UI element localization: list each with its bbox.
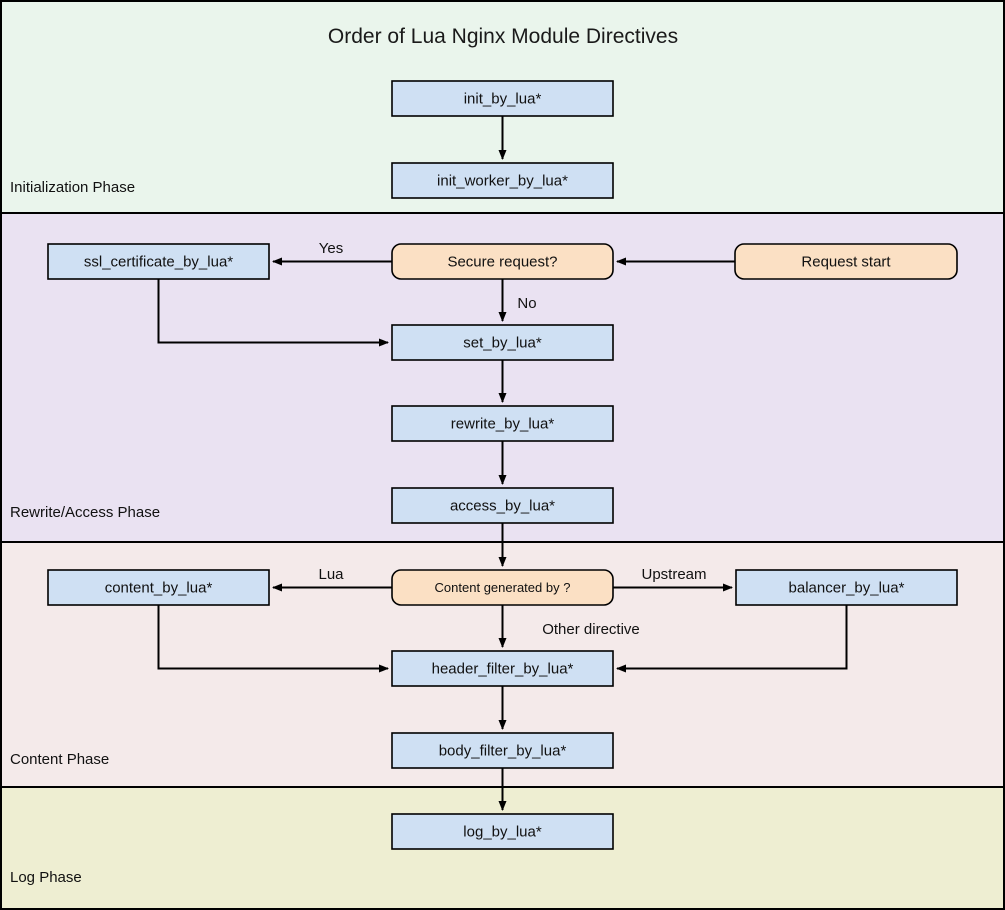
phase-band-label-init: Initialization Phase — [10, 179, 135, 196]
edge-label-e-contentgen-lua-to-content: Lua — [318, 566, 344, 583]
node-shape-init_worker_by_lua — [391, 162, 614, 199]
diagram-title-layer: Order of Lua Nginx Module Directives — [328, 25, 678, 48]
diagram-title: Order of Lua Nginx Module Directives — [328, 25, 678, 48]
node-content_generated_by[interactable]: Content generated by ? — [391, 569, 614, 606]
node-label-header_filter_by_lua: header_filter_by_lua* — [432, 660, 574, 677]
node-shape-log_by_lua — [391, 813, 614, 850]
e-ssl-to-set — [157, 279, 389, 347]
node-shape-rewrite_by_lua — [391, 405, 614, 442]
node-header_filter_by_lua[interactable]: header_filter_by_lua* — [391, 650, 614, 687]
node-secure_request[interactable]: Secure request? — [391, 243, 614, 280]
flow-edges — [157, 116, 848, 811]
node-body_filter_by_lua[interactable]: body_filter_by_lua* — [391, 732, 614, 769]
node-label-request_start: Request start — [801, 253, 891, 270]
edge-label-e-secure-yes-to-ssl: Yes — [319, 240, 343, 257]
node-shape-header_filter_by_lua — [391, 650, 614, 687]
node-shape-balancer_by_lua — [735, 569, 958, 606]
edge-label-e-secure-no-to-set: No — [517, 295, 536, 312]
phase-band-label-rewrite: Rewrite/Access Phase — [10, 504, 160, 521]
node-label-set_by_lua: set_by_lua* — [463, 334, 542, 351]
node-request_start[interactable]: Request start — [734, 243, 958, 280]
node-shape-content_generated_by — [391, 569, 614, 606]
node-balancer_by_lua[interactable]: balancer_by_lua* — [735, 569, 958, 606]
node-access_by_lua[interactable]: access_by_lua* — [391, 487, 614, 524]
node-label-rewrite_by_lua: rewrite_by_lua* — [451, 415, 555, 432]
node-ssl_certificate_by_lua[interactable]: ssl_certificate_by_lua* — [47, 243, 270, 280]
node-label-content_generated_by: Content generated by ? — [435, 580, 571, 595]
node-rewrite_by_lua[interactable]: rewrite_by_lua* — [391, 405, 614, 442]
node-label-body_filter_by_lua: body_filter_by_lua* — [439, 742, 567, 759]
flow-nodes: init_by_lua* init_worker_by_lua* Request s… — [47, 80, 958, 850]
node-label-init_worker_by_lua: init_worker_by_lua* — [437, 172, 568, 189]
node-content_by_lua[interactable]: content_by_lua* — [47, 569, 270, 606]
node-shape-set_by_lua — [391, 324, 614, 361]
node-init_worker_by_lua[interactable]: init_worker_by_lua* — [391, 162, 614, 199]
node-log_by_lua[interactable]: log_by_lua* — [391, 813, 614, 850]
node-label-access_by_lua: access_by_lua* — [450, 497, 555, 514]
e-balancer-to-header — [616, 605, 848, 673]
node-label-balancer_by_lua: balancer_by_lua* — [789, 579, 905, 596]
phase-band-label-log: Log Phase — [10, 869, 82, 886]
node-label-log_by_lua: log_by_lua* — [463, 823, 542, 840]
edge-label-e-contentgen-other-to-header: Other directive — [542, 621, 640, 638]
e-content-to-header — [157, 605, 389, 673]
node-label-content_by_lua: content_by_lua* — [105, 579, 213, 596]
node-shape-body_filter_by_lua — [391, 732, 614, 769]
edge-label-e-contentgen-upstream-to-balancer: Upstream — [641, 566, 706, 583]
node-shape-access_by_lua — [391, 487, 614, 524]
node-shape-ssl_certificate_by_lua — [47, 243, 270, 280]
node-label-init_by_lua: init_by_lua* — [464, 90, 542, 107]
node-shape-content_by_lua — [47, 569, 270, 606]
node-label-ssl_certificate_by_lua: ssl_certificate_by_lua* — [84, 253, 233, 270]
node-shape-request_start — [734, 243, 958, 280]
node-init_by_lua[interactable]: init_by_lua* — [391, 80, 614, 117]
phase-band-label-content: Content Phase — [10, 751, 109, 768]
node-set_by_lua[interactable]: set_by_lua* — [391, 324, 614, 361]
node-shape-init_by_lua — [391, 80, 614, 117]
node-shape-secure_request — [391, 243, 614, 280]
node-label-secure_request: Secure request? — [447, 253, 557, 270]
